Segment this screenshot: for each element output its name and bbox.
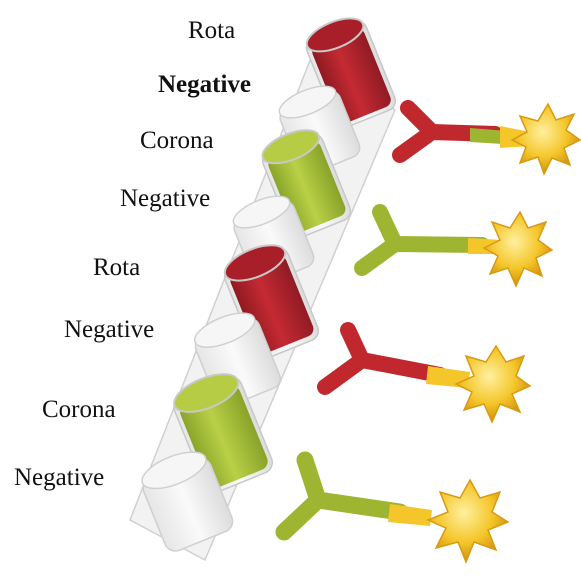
virus-2	[484, 212, 552, 286]
label-negative-3: Negative	[64, 317, 154, 342]
virus-3	[456, 346, 530, 422]
antibody-red-1	[400, 108, 530, 155]
virus-4	[428, 480, 508, 562]
label-negative-2: Negative	[120, 186, 210, 211]
label-corona-2: Corona	[42, 397, 116, 422]
label-corona-1: Corona	[140, 128, 214, 153]
label-negative-4: Negative	[14, 465, 104, 490]
label-rota-1: Rota	[188, 18, 235, 43]
label-negative-1: Negative	[158, 72, 251, 97]
antibody-red-2	[325, 330, 470, 388]
virus-1	[512, 104, 580, 174]
antibody-green-2	[284, 460, 432, 532]
antibody-green-1	[362, 212, 502, 268]
label-rota-2: Rota	[93, 255, 140, 280]
